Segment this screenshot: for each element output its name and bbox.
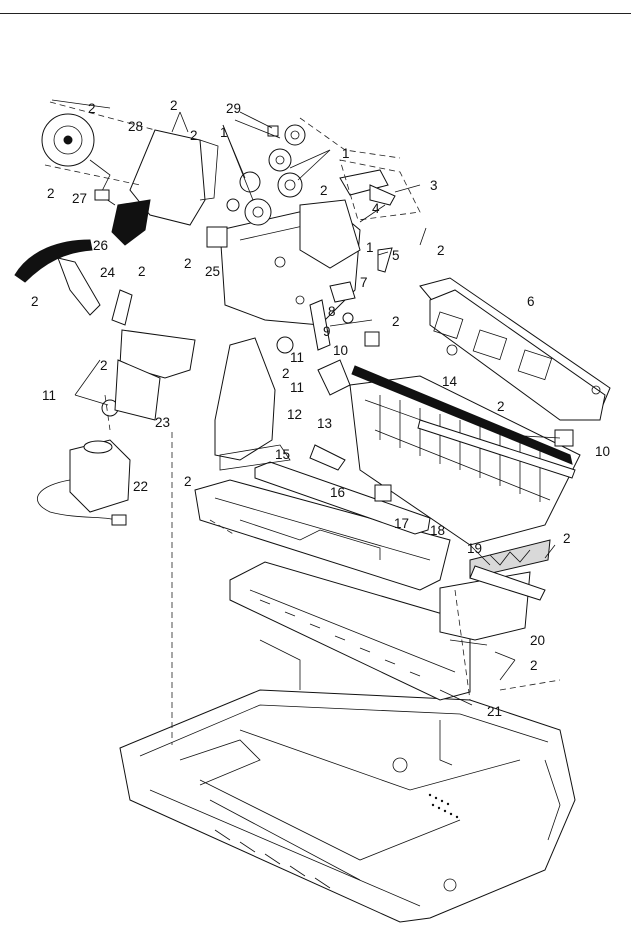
callout-11-a: 11: [290, 350, 304, 365]
callout-13: 13: [317, 416, 332, 431]
base-frame-part: [120, 640, 575, 922]
callout-2-o: 2: [563, 531, 571, 546]
callout-2-l: 2: [282, 366, 290, 381]
callout-1-c: 1: [366, 240, 374, 255]
callout-2-d: 2: [47, 186, 55, 201]
callout-10-b: 10: [595, 444, 610, 459]
callout-2-i: 2: [31, 294, 39, 309]
callout-2-f: 2: [437, 243, 445, 258]
callout-2-n: 2: [184, 474, 192, 489]
callout-2-h: 2: [184, 256, 192, 271]
callout-19: 19: [467, 541, 482, 556]
gear-cluster-part-29: [227, 125, 305, 225]
callout-29: 29: [226, 101, 241, 116]
callout-11-b: 11: [290, 380, 304, 395]
callout-3: 3: [430, 178, 438, 193]
callout-6: 6: [527, 294, 535, 309]
callout-12: 12: [287, 407, 302, 422]
callout-21: 21: [487, 704, 502, 719]
callout-2-b: 2: [170, 98, 178, 113]
callout-11-c: 11: [42, 388, 56, 403]
callout-14: 14: [442, 374, 458, 389]
callout-17: 17: [394, 516, 409, 531]
callout-2-k: 2: [100, 358, 108, 373]
motor-part-22: [37, 440, 130, 525]
callout-1-a: 1: [220, 125, 228, 140]
callout-10-a: 10: [333, 343, 348, 358]
callout-2-a: 2: [88, 101, 96, 116]
callout-22: 22: [133, 479, 148, 494]
callout-1-b: 1: [342, 146, 350, 161]
callout-2-e: 2: [320, 183, 328, 198]
bracket-part-28: [112, 130, 218, 245]
callout-28: 28: [128, 119, 143, 134]
left-frame-part-4: [220, 200, 360, 325]
callout-5: 5: [392, 248, 400, 263]
callout-8: 8: [328, 304, 336, 319]
callout-18: 18: [430, 523, 445, 538]
callout-4: 4: [372, 201, 380, 216]
callout-23: 23: [155, 415, 170, 430]
callout-24: 24: [100, 265, 116, 280]
callout-2-c: 2: [190, 128, 198, 143]
callout-2-p: 2: [530, 658, 538, 673]
callout-15: 15: [275, 447, 290, 462]
callout-16: 16: [330, 485, 345, 500]
callout-2-m: 2: [497, 399, 505, 414]
callout-25: 25: [205, 264, 220, 279]
callout-9: 9: [323, 324, 331, 339]
callout-26: 26: [93, 238, 108, 253]
callout-27: 27: [72, 191, 87, 206]
callout-20: 20: [530, 633, 545, 648]
callout-7: 7: [360, 275, 368, 290]
callout-2-g: 2: [138, 264, 146, 279]
lever-part-26: [15, 240, 100, 315]
callout-2-j: 2: [392, 314, 400, 329]
